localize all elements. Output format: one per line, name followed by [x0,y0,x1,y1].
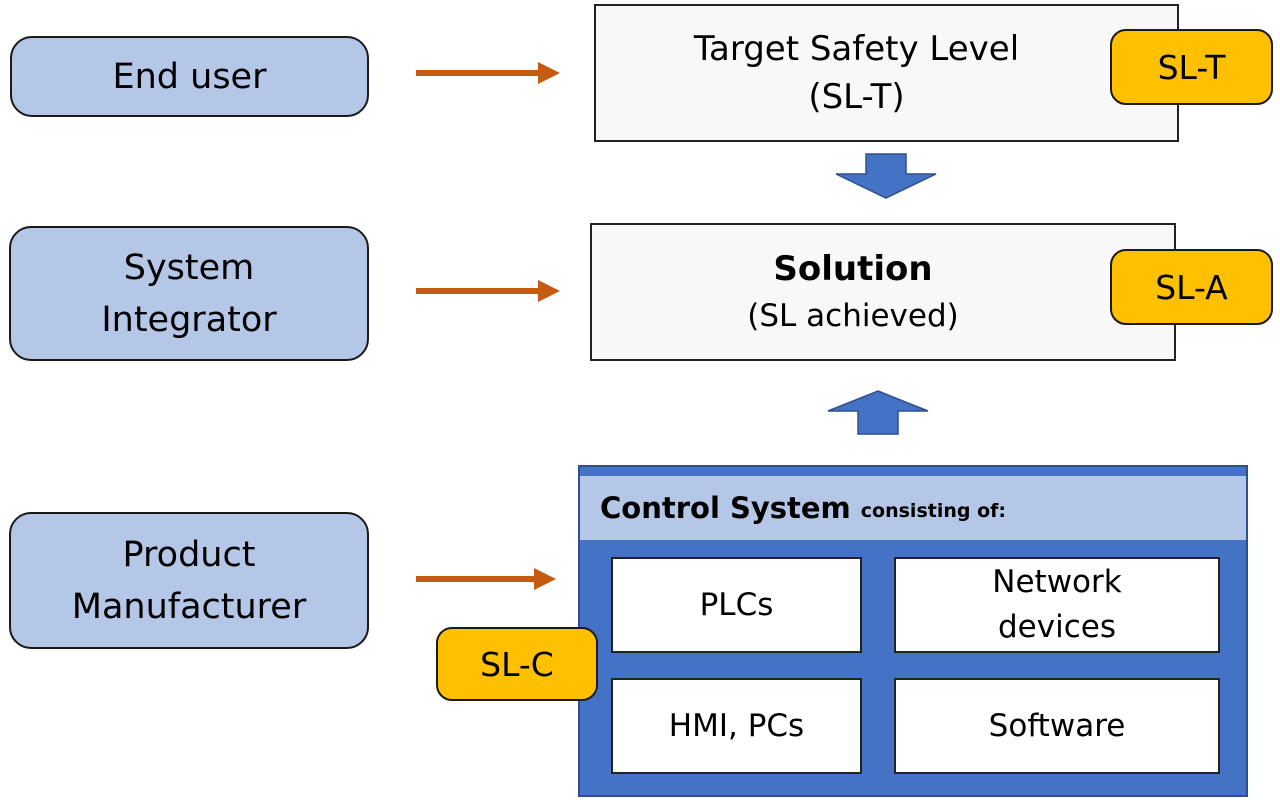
solution-box: Solution (SL achieved) [590,223,1176,361]
solution-title: Solution [773,249,933,289]
target-title: Target Safety Level [693,29,1020,69]
flow-arrow-end-user [416,62,560,84]
badge-sl-t-label: SL-T [1157,47,1226,87]
actor-system-integrator: System Integrator [9,226,369,361]
badge-sl-t: SL-T [1110,29,1273,105]
component-plcs-label: PLCs [699,586,774,623]
badge-sl-a: SL-A [1110,249,1273,325]
component-network-label-2: devices [998,609,1116,645]
actor-end-user: End user [10,36,369,117]
badge-sl-c: SL-C [436,627,598,701]
block-arrow-down [835,153,937,199]
actor-product-manufacturer-label-1: Product [122,534,256,575]
component-hmi-pcs: HMI, PCs [611,678,862,774]
component-plcs: PLCs [611,557,862,653]
actor-end-user-label: End user [112,56,267,97]
block-arrow-up [827,390,929,435]
flow-arrow-product-manufacturer [416,568,556,590]
badge-sl-a-label: SL-A [1155,267,1228,307]
component-software: Software [894,678,1220,774]
actor-product-manufacturer: Product Manufacturer [9,512,369,649]
target-safety-level-box: Target Safety Level (SL-T) [594,4,1179,142]
component-software-label: Software [988,707,1126,744]
component-hmi-label: HMI, PCs [668,707,805,744]
badge-sl-c-label: SL-C [480,644,554,684]
control-system-title: Control System [600,491,851,525]
control-system-box: Control System consisting of: PLCs Netwo… [578,465,1248,797]
component-network-label-1: Network [992,564,1122,600]
control-system-header: Control System consisting of: [580,476,1246,540]
component-network-devices: Network devices [894,557,1220,653]
actor-product-manufacturer-label-2: Manufacturer [71,586,307,627]
solution-subtitle: (SL achieved) [747,298,959,334]
flow-arrow-system-integrator [416,280,560,302]
control-system-subtitle: consisting of: [860,500,1007,522]
actor-system-integrator-label-2: Integrator [101,299,277,340]
target-subtitle: (SL-T) [808,77,905,117]
actor-system-integrator-label-1: System [123,247,255,288]
